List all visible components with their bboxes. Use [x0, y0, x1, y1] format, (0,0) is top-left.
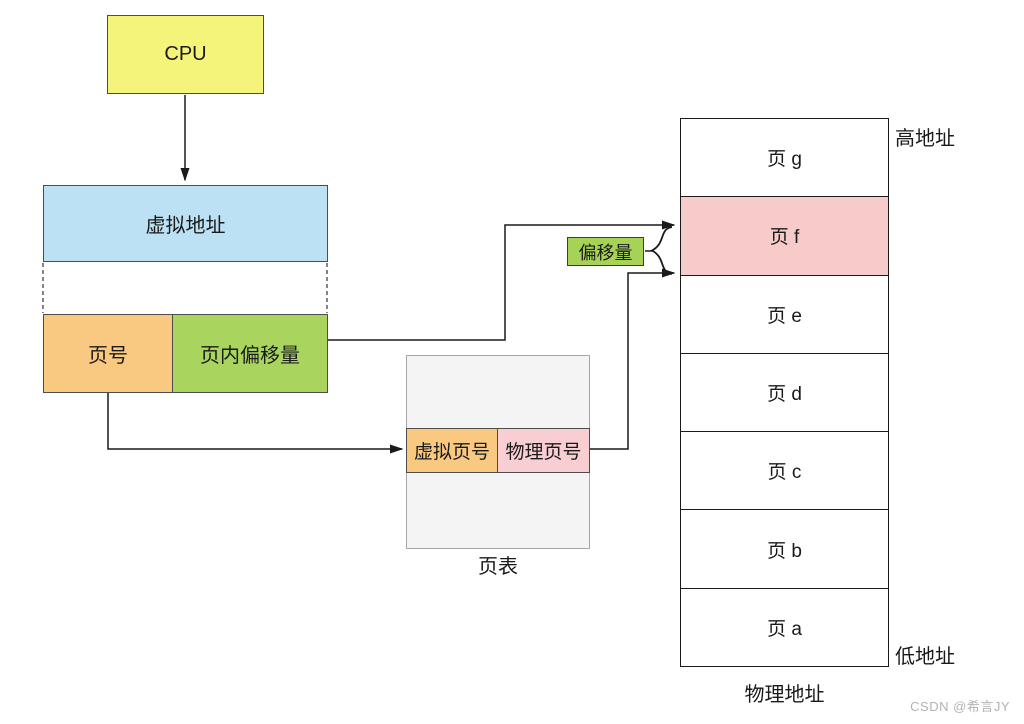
page-e-label: 页 e: [767, 305, 802, 327]
offset-tag: 偏移量: [567, 237, 644, 266]
watermark-text: CSDN @希言JY: [910, 699, 1010, 714]
page-number-box: 页号: [43, 314, 173, 393]
physical-page-to-page-f-arrow: [590, 268, 676, 450]
physical-address-text: 物理地址: [744, 684, 825, 706]
memory-page-row: 页 g: [681, 119, 888, 198]
memory-page-row-highlighted: 页 f: [681, 197, 888, 276]
virtual-address-label: 虚拟地址: [145, 215, 226, 237]
page-table-caption: 页表: [406, 552, 590, 578]
page-d-label: 页 d: [767, 383, 802, 405]
page-g-label: 页 g: [767, 149, 802, 171]
page-a-label: 页 a: [767, 618, 802, 640]
physical-memory-stack: 页 g 页 f 页 e 页 d 页 c 页 b 页 a: [680, 118, 889, 667]
offset-tag-label: 偏移量: [578, 242, 633, 263]
page-offset-to-page-f-arrow: [328, 220, 676, 341]
physical-page-number-cell: 物理页号: [497, 428, 590, 473]
virtual-page-number-cell: 虚拟页号: [406, 428, 498, 473]
memory-page-row: 页 e: [681, 275, 888, 354]
offset-brace: [650, 226, 673, 275]
watermark: CSDN @希言JY: [910, 696, 1010, 715]
virtual-page-number-label: 虚拟页号: [413, 442, 490, 463]
physical-page-number-label: 物理页号: [505, 442, 582, 463]
high-address-label: 高地址: [895, 122, 955, 151]
page-b-label: 页 b: [767, 540, 802, 562]
page-table-caption-text: 页表: [478, 555, 518, 578]
cpu-box: CPU: [107, 15, 264, 94]
low-address-text: 低地址: [895, 646, 955, 668]
memory-page-row: 页 a: [681, 588, 888, 666]
page-offset-box: 页内偏移量: [172, 314, 328, 393]
low-address-label: 低地址: [895, 640, 955, 669]
page-number-label: 页号: [88, 345, 128, 367]
page-offset-label: 页内偏移量: [200, 345, 300, 367]
page-c-label: 页 c: [767, 462, 802, 484]
high-address-text: 高地址: [895, 128, 955, 150]
memory-page-row: 页 c: [681, 432, 888, 511]
memory-page-row: 页 b: [681, 510, 888, 589]
cpu-label: CPU: [164, 43, 207, 65]
physical-address-caption: 物理地址: [680, 678, 889, 707]
virtual-address-box: 虚拟地址: [43, 185, 328, 262]
memory-page-row: 页 d: [681, 353, 888, 433]
page-f-label: 页 f: [769, 227, 800, 249]
page-number-to-page-table-arrow: [107, 393, 404, 454]
